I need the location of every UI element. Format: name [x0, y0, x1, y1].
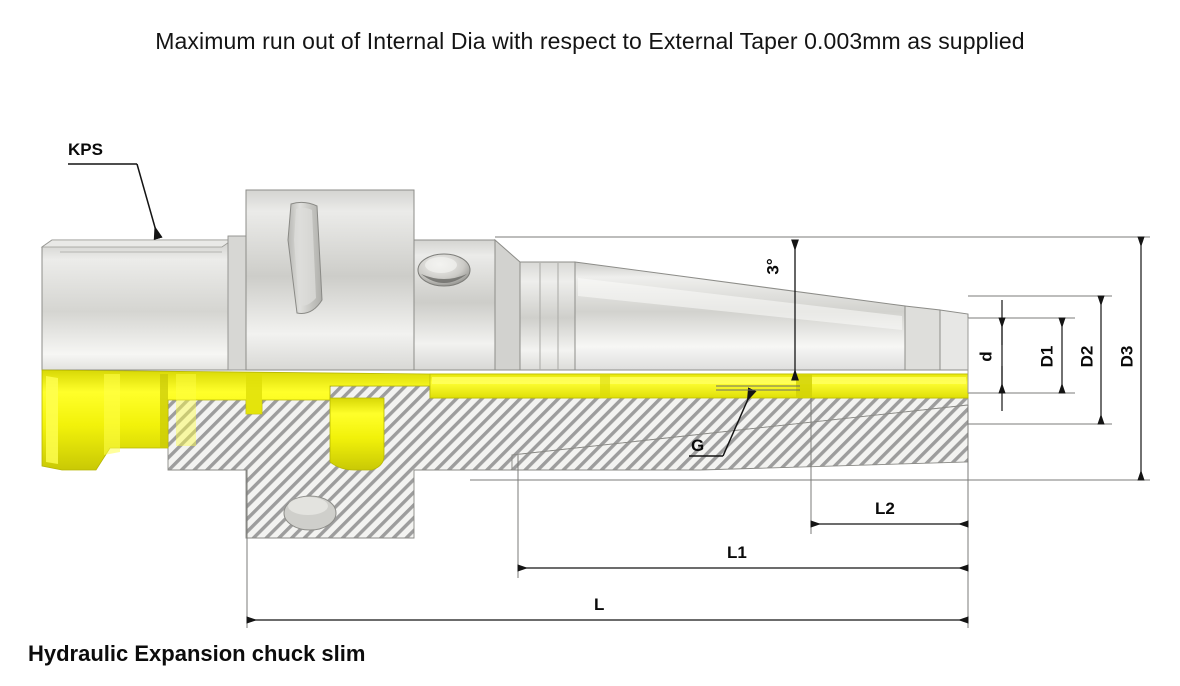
diameter-extension-lines [470, 236, 1150, 481]
length-dimension-arrows [246, 520, 969, 624]
diameter-dimension-arrows [998, 236, 1145, 481]
chuck-body-upper [40, 189, 969, 371]
leader-label-kps: KPS [68, 140, 103, 159]
flange-underside-detail [283, 495, 337, 531]
angle-label-3deg: 3° [763, 258, 783, 275]
dimension-label-l2: L2 [875, 499, 895, 518]
page-title: Maximum run out of Internal Dia with res… [155, 28, 1025, 54]
dimension-label-d2: D2 [1077, 345, 1097, 368]
dimension-label-d: d [976, 351, 996, 362]
dimension-label-d1: D1 [1037, 345, 1057, 368]
leader-kps [68, 163, 163, 241]
dimension-label-d3: D3 [1117, 345, 1137, 368]
length-extension-lines [246, 398, 969, 628]
page-caption: Hydraulic Expansion chuck slim [28, 641, 366, 666]
dimension-label-l1: L1 [727, 543, 747, 562]
leader-label-g: G [691, 436, 705, 455]
dimension-label-l: L [594, 595, 605, 614]
leader-thread-g [689, 385, 800, 457]
expansion-chamber-bore [41, 369, 969, 471]
